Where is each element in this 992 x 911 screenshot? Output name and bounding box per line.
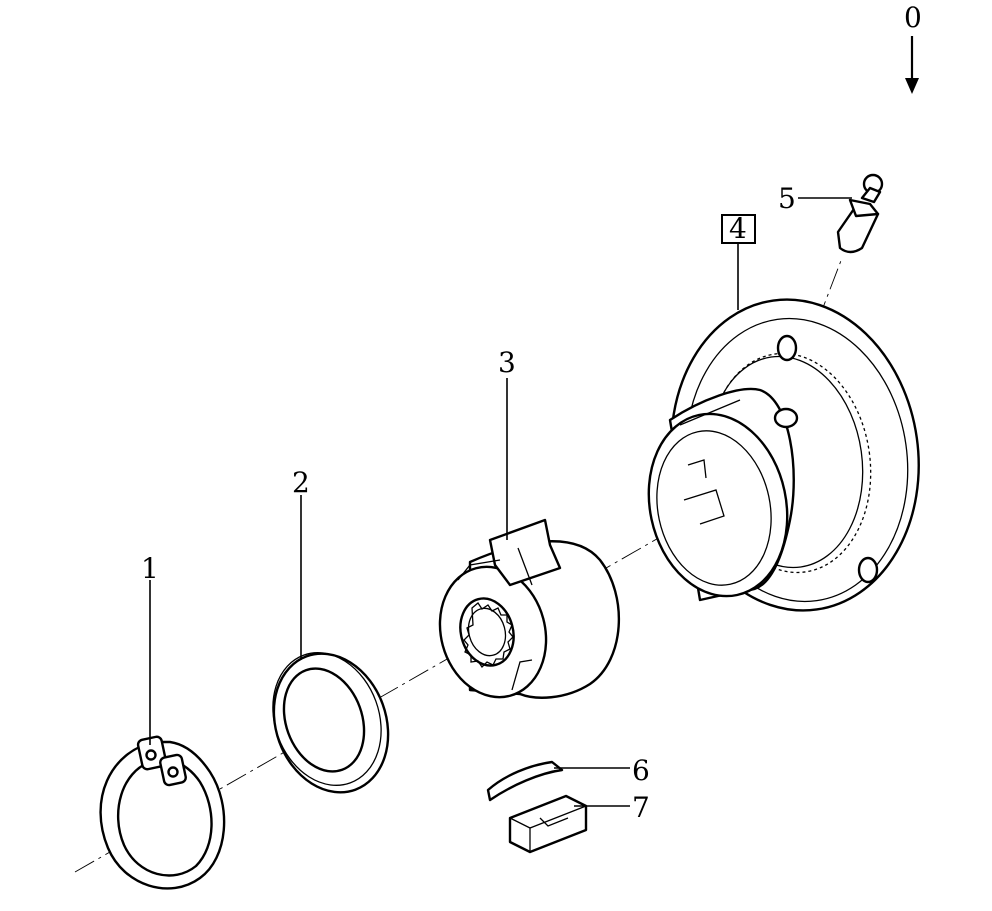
view-label: 0	[904, 1, 922, 34]
part-splined-hub	[438, 518, 621, 699]
flange-bolt-hole-bottom	[857, 556, 879, 584]
snap-ring-hole-left	[145, 749, 157, 761]
part-flange-housing	[647, 298, 920, 612]
view-direction-indicator: 0	[904, 1, 922, 94]
hub-spline-bore	[467, 607, 507, 657]
part-snap-ring	[99, 735, 226, 890]
housing-lube-hole	[773, 407, 799, 429]
callout-7: 7	[632, 791, 650, 824]
callout-6: 6	[632, 754, 650, 787]
part-spring-pin	[486, 760, 564, 802]
callout-4: 4	[729, 212, 747, 245]
part-spacer-ring	[272, 652, 390, 794]
arrow-down-icon	[905, 78, 919, 94]
callout-3: 3	[498, 346, 516, 379]
callout-1: 1	[141, 552, 159, 585]
flange-bolt-hole-top	[776, 334, 798, 362]
callout-2: 2	[292, 466, 310, 499]
snap-ring-hole-right	[167, 766, 179, 778]
housing-teeth	[708, 352, 872, 574]
callout-5: 5	[778, 182, 796, 215]
part-key	[508, 794, 588, 854]
part-grease-nipple	[836, 173, 884, 254]
callout-4-box	[721, 214, 756, 244]
